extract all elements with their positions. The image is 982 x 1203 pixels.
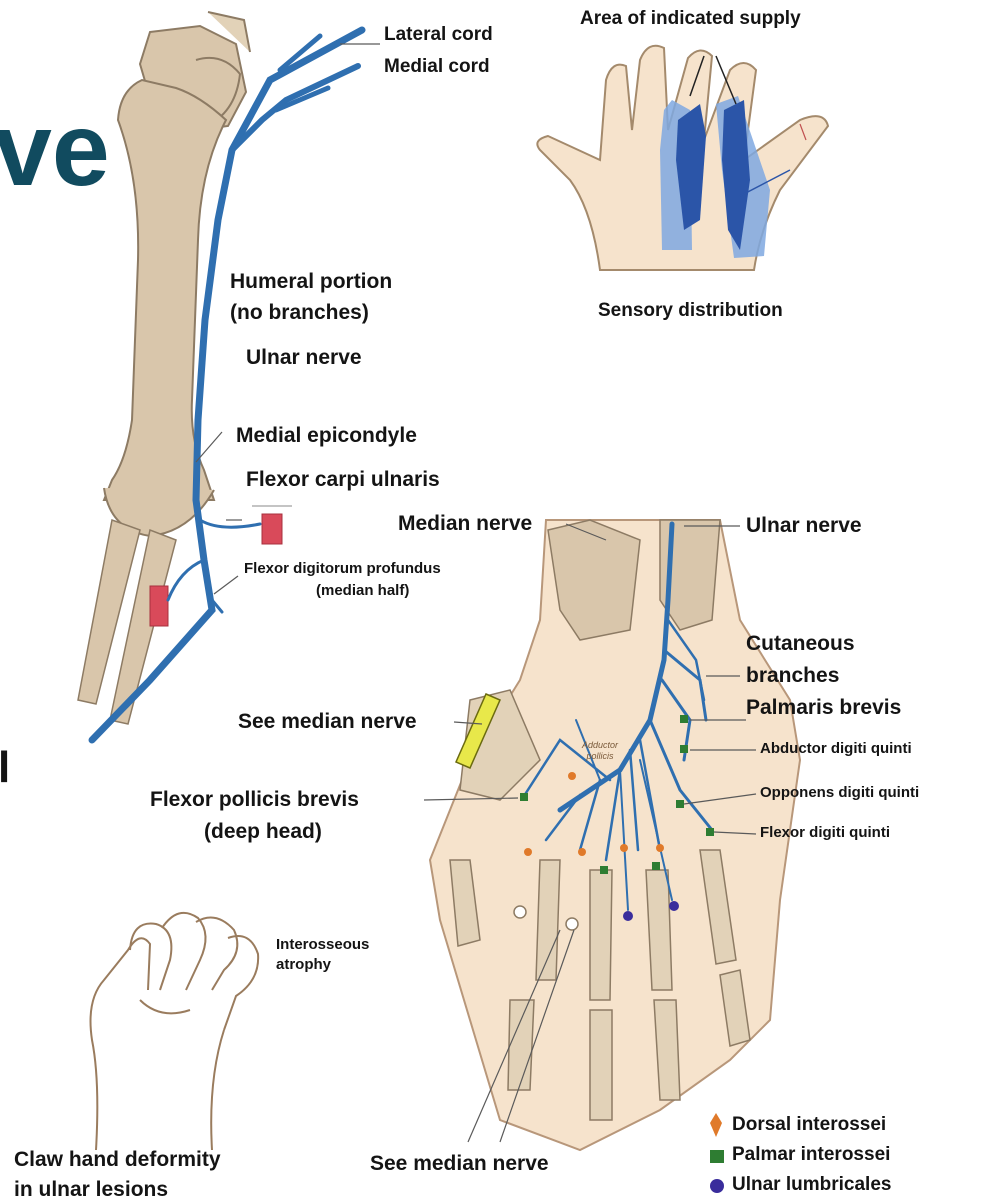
humeral-portion-label: Humeral portion	[230, 270, 392, 295]
fdp-label: Flexor digitorum profundus	[244, 560, 441, 578]
see-median-nerve-label-1: See median nerve	[238, 710, 417, 735]
ulnar-nerve-hand-label: Ulnar nerve	[746, 514, 862, 539]
sensory-distribution-label: Sensory distribution	[598, 300, 783, 322]
medial-epicondyle-label: Medial epicondyle	[236, 424, 417, 449]
fdp-muscle	[150, 586, 168, 626]
sensory-hand	[537, 46, 828, 270]
atrophy-label: atrophy	[276, 956, 331, 974]
no-branches-label: (no branches)	[230, 301, 369, 326]
legend-markers	[710, 1113, 724, 1193]
branches-label: branches	[746, 664, 839, 689]
in-ulnar-label: in ulnar lesions	[14, 1178, 168, 1203]
flexor-digiti-label: Flexor digiti quinti	[760, 824, 890, 842]
area-supply-label: Area of indicated supply	[580, 8, 801, 30]
legend-dorsal-interossei: Dorsal interossei	[732, 1114, 886, 1136]
abductor-digiti-label: Abductor digiti quinti	[760, 740, 912, 758]
lateral-cord-label: Lateral cord	[384, 24, 493, 46]
flexor-carpi-ulnaris-label: Flexor carpi ulnaris	[246, 468, 440, 493]
partial-title: ve	[0, 98, 110, 202]
flexor-pollicis-label: Flexor pollicis brevis	[150, 788, 359, 813]
lower-hand	[430, 520, 800, 1150]
legend-palmar-text: Palmar interossei	[732, 1144, 890, 1166]
ulnar-nerve-arm-label: Ulnar nerve	[246, 346, 362, 371]
legend-dorsal-text: Dorsal interossei	[732, 1114, 886, 1136]
fdp-half-label: (median half)	[316, 582, 409, 600]
median-nerve-top-label: Median nerve	[398, 512, 532, 537]
see-median-nerve-label-2: See median nerve	[370, 1152, 549, 1177]
claw-hand-label: Claw hand deformity	[14, 1148, 221, 1173]
palmaris-brevis-label: Palmaris brevis	[746, 696, 901, 721]
adductor-pollicis-label: Adductor pollicis	[572, 740, 628, 761]
deep-head-label: (deep head)	[204, 820, 322, 845]
legend-palmar-interossei: Palmar interossei	[732, 1144, 890, 1166]
legend-ulnar-text: Ulnar lumbricales	[732, 1174, 891, 1196]
legend-ulnar-lumbricales: Ulnar lumbricales	[732, 1174, 891, 1196]
cutaneous-label: Cutaneous	[746, 632, 855, 657]
medial-cord-label: Medial cord	[384, 56, 490, 78]
claw-hand	[91, 913, 259, 1150]
opponens-digiti-label: Opponens digiti quinti	[760, 784, 919, 802]
interosseous-label: Interosseous	[276, 936, 369, 954]
stray-mark: l	[0, 742, 10, 794]
